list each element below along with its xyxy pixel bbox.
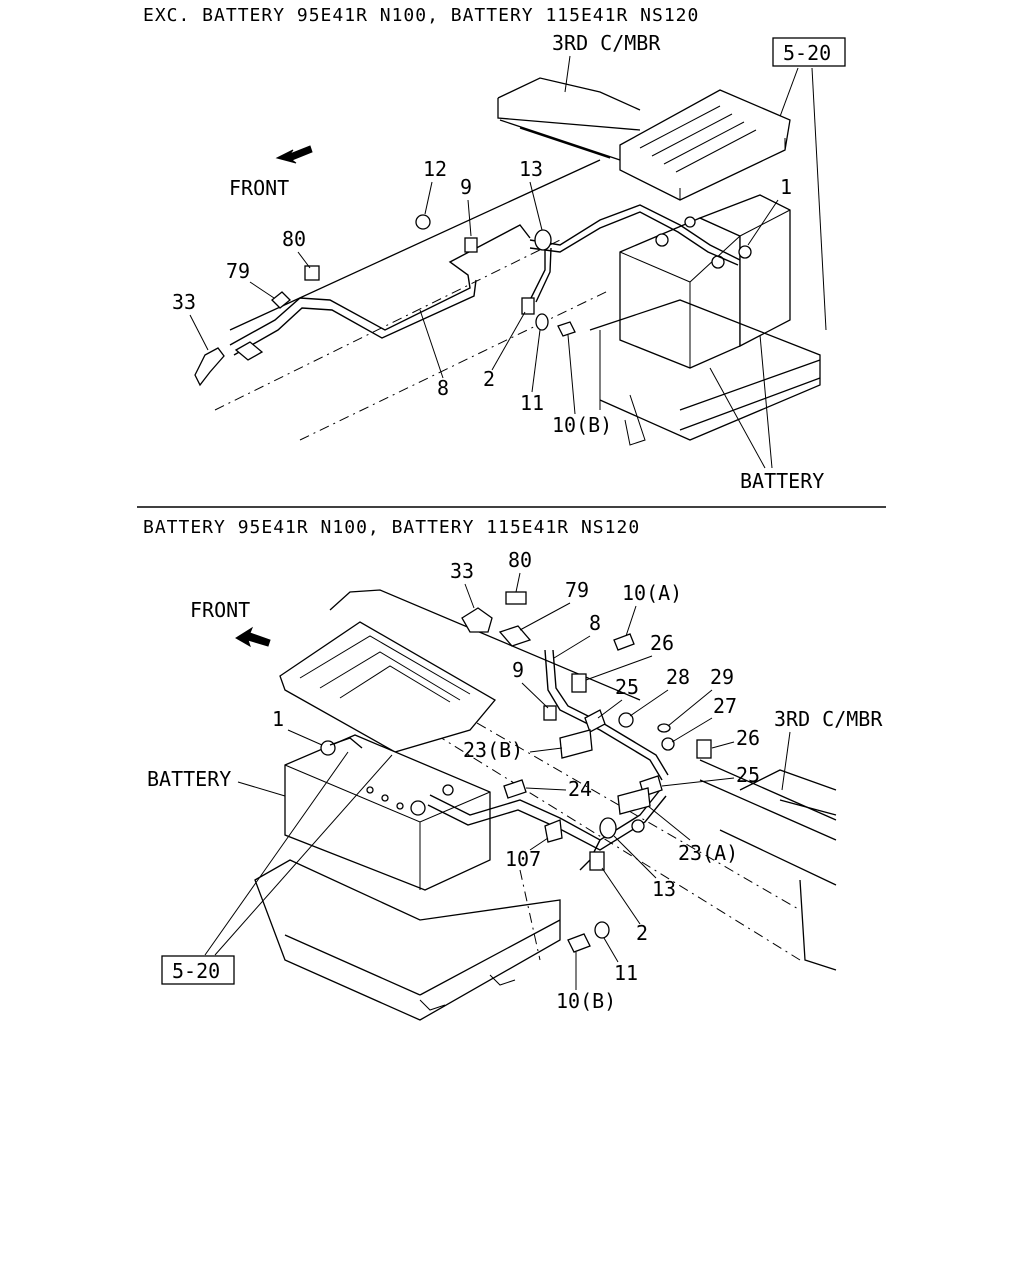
- bottom-part-24-bolt: [503, 779, 527, 799]
- callout-10a: 10(A): [622, 581, 682, 605]
- callout-11: 11: [520, 391, 544, 415]
- callout-107: 107: [505, 847, 541, 871]
- callout-25-lower: 25: [736, 763, 760, 787]
- callout-26-upper: 26: [650, 631, 674, 655]
- callout-13: 13: [652, 877, 676, 901]
- bottom-part-9-clip: [543, 705, 557, 721]
- callout-1: 1: [780, 175, 792, 199]
- bottom-part-23a-bracket: [617, 787, 651, 815]
- bottom-part-2-terminal: [589, 851, 605, 871]
- bottom-battery-cover: [279, 621, 496, 753]
- callout-10b: 10(B): [556, 989, 616, 1013]
- svg-text:5-20: 5-20: [783, 41, 831, 65]
- callout-79: 79: [565, 578, 589, 602]
- callout-33: 33: [450, 559, 474, 583]
- top-battery-tray: [589, 299, 821, 446]
- bottom-front-label: FRONT: [190, 598, 250, 622]
- front-arrow-icon: [235, 626, 271, 648]
- top-part-33: [194, 347, 225, 387]
- bottom-part-23b-bracket: [559, 729, 593, 759]
- top-front-label: FRONT: [229, 176, 289, 200]
- bottom-diagram: BATTERY 95E41R N100, BATTERY 115E41R NS1…: [143, 517, 883, 1021]
- bottom-battery-tray: [254, 859, 561, 1021]
- callout-79: 79: [226, 259, 250, 283]
- callout-8: 8: [589, 611, 601, 635]
- bottom-part-80-bolt: [505, 591, 527, 605]
- bottom-part-26b-bolt: [696, 739, 712, 759]
- top-cable-8: [229, 204, 741, 356]
- top-part-2-terminal: [521, 297, 535, 315]
- bottom-part-10b-bolt: [567, 933, 591, 953]
- top-ref-box: 5-20: [772, 37, 846, 67]
- bottom-ref-box: 5-20: [161, 955, 235, 985]
- bottom-part-nut: [631, 819, 645, 833]
- callout-11: 11: [614, 961, 638, 985]
- svg-text:5-20: 5-20: [172, 959, 220, 983]
- top-battery-pack: [619, 194, 791, 369]
- bottom-part-29-washer: [657, 723, 671, 733]
- callout-23b: 23(B): [463, 738, 523, 762]
- callout-1: 1: [272, 707, 284, 731]
- callout-2: 2: [483, 367, 495, 391]
- top-diagram: EXC. BATTERY 95E41R N100, BATTERY 115E41…: [143, 5, 846, 493]
- top-section-header: EXC. BATTERY 95E41R N100, BATTERY 115E41…: [143, 5, 699, 26]
- callout-9: 9: [460, 175, 472, 199]
- bottom-part-10a-bolt: [613, 633, 635, 651]
- top-battery-label: BATTERY: [740, 469, 824, 493]
- bottom-callouts: 33 80 79 10(A) 8 26 9 25 28 29 27 26: [272, 548, 760, 1013]
- bottom-part-26-bolt: [571, 673, 587, 693]
- bottom-part-33: [461, 607, 493, 633]
- callout-12: 12: [423, 157, 447, 181]
- top-battery-cover: [619, 89, 791, 201]
- callout-9: 9: [512, 658, 524, 682]
- bottom-part-27-nut: [661, 737, 675, 751]
- top-part-10b-bolt: [557, 321, 576, 337]
- callout-29: 29: [710, 665, 734, 689]
- top-member-label: 3RD C/MBR: [552, 31, 661, 55]
- callout-80: 80: [282, 227, 306, 251]
- top-part-13-grommet: [534, 229, 552, 251]
- top-part-80-bolt: [304, 265, 320, 281]
- bottom-part-107-clip: [544, 819, 563, 843]
- bottom-battery-label: BATTERY: [147, 767, 231, 791]
- bottom-battery: [284, 734, 491, 891]
- top-frame-rails: [214, 77, 641, 441]
- bottom-part-79-terminal: [498, 625, 532, 647]
- bottom-part-11-washer: [594, 921, 610, 939]
- callout-2: 2: [636, 921, 648, 945]
- top-callouts: 1 2 8 9 10(B) 11 12 13 33 79 80: [172, 157, 792, 437]
- bottom-part-28-nut: [618, 712, 634, 728]
- bottom-section-header: BATTERY 95E41R N100, BATTERY 115E41R NS1…: [143, 517, 640, 538]
- callout-13: 13: [519, 157, 543, 181]
- callout-25-upper: 25: [615, 675, 639, 699]
- bottom-frame-rails: [329, 589, 837, 971]
- bottom-part-13-grommet: [599, 817, 617, 839]
- top-part-9-clip: [464, 237, 478, 253]
- callout-27: 27: [713, 694, 737, 718]
- top-part-79-terminal: [234, 291, 291, 361]
- callout-24: 24: [568, 777, 592, 801]
- callout-26-lower: 26: [736, 726, 760, 750]
- callout-8: 8: [437, 376, 449, 400]
- callout-28: 28: [666, 665, 690, 689]
- callout-23a: 23(A): [678, 841, 738, 865]
- callout-10b: 10(B): [552, 413, 612, 437]
- top-part-11-washer: [535, 313, 549, 331]
- bottom-member-label: 3RD C/MBR: [774, 707, 883, 731]
- callout-80: 80: [508, 548, 532, 572]
- callout-33: 33: [172, 290, 196, 314]
- top-part-12-nut: [415, 214, 431, 230]
- front-arrow-icon: [275, 145, 313, 164]
